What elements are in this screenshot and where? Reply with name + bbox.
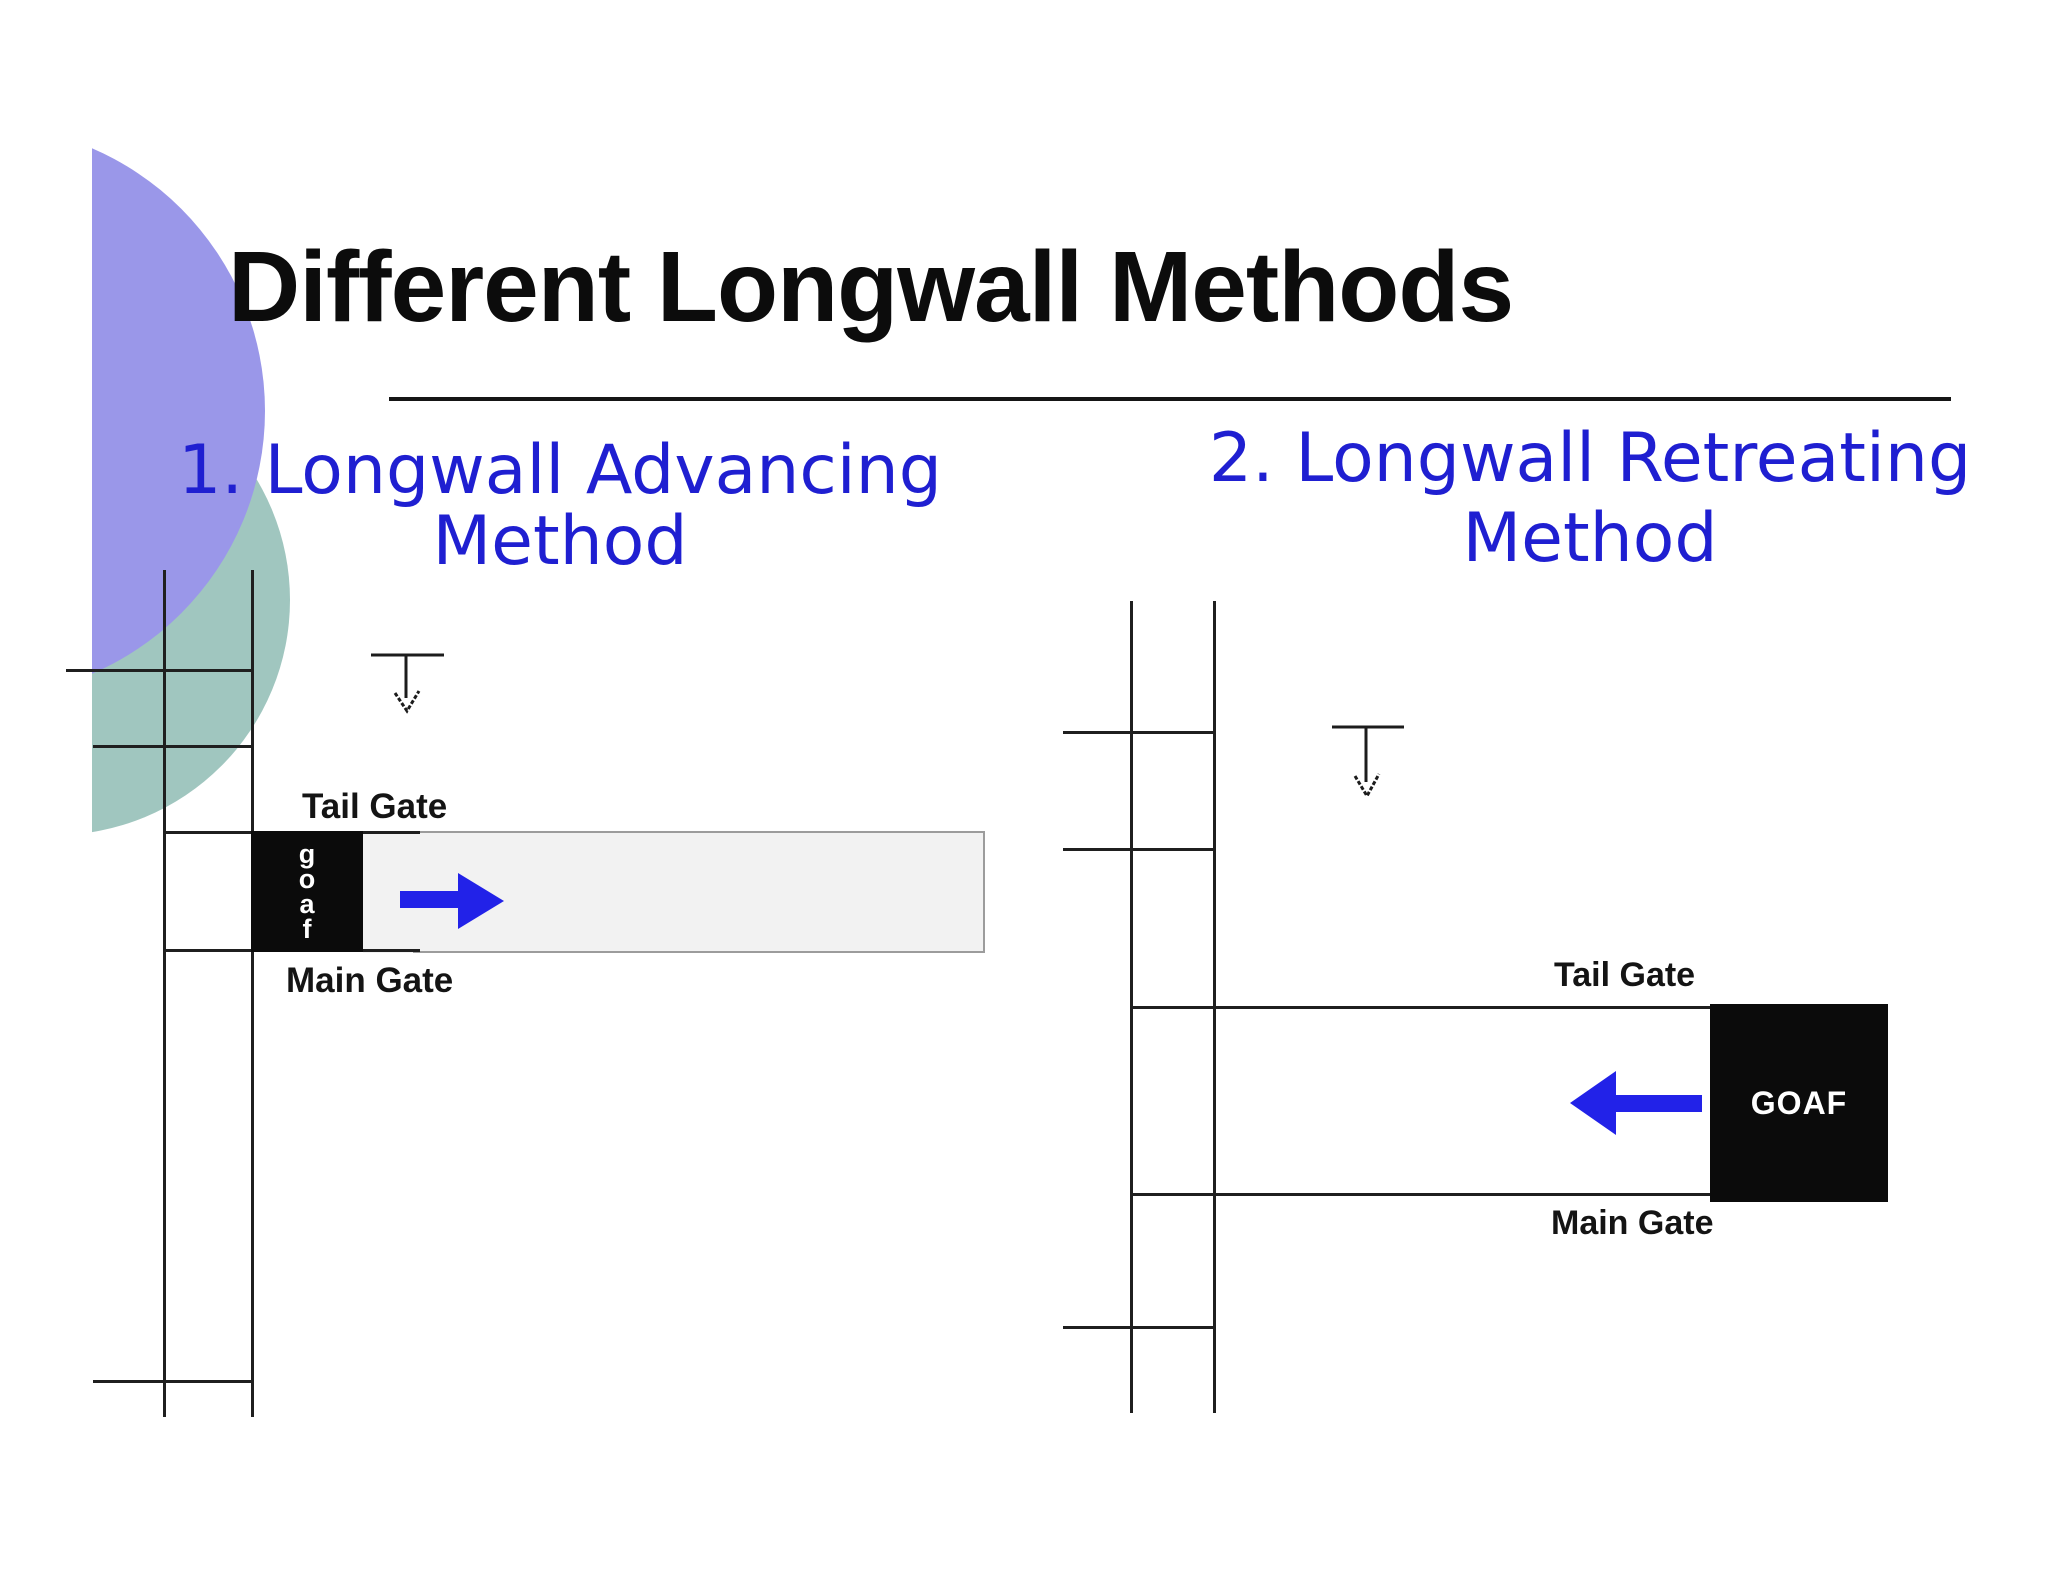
retreat-arrow-head-icon bbox=[1570, 1071, 1616, 1135]
page-title: Different Longwall Methods bbox=[228, 231, 1514, 343]
heading-advancing-line1: 1. Longwall Advancing bbox=[178, 431, 942, 510]
heading-advancing: 1. Longwall Advancing Method bbox=[115, 435, 1005, 577]
ret-goaf-block: GOAF bbox=[1710, 1004, 1888, 1202]
ret-maingate-line bbox=[1130, 1193, 1712, 1196]
adv-goaf-block: g o a f bbox=[251, 831, 363, 952]
retreat-arrow-icon bbox=[1612, 1095, 1702, 1112]
adv-panel-border bbox=[413, 831, 985, 953]
heading-advancing-line2: Method bbox=[432, 502, 688, 581]
ret-crosscut-1 bbox=[1063, 731, 1216, 734]
ret-main-gate-label: Main Gate bbox=[1551, 1204, 1714, 1242]
heading-retreating-line2: Method bbox=[1462, 499, 1718, 578]
adv-crosscut-2 bbox=[93, 745, 254, 748]
ret-tail-gate-label: Tail Gate bbox=[1554, 956, 1696, 994]
goaf-letter-o: o bbox=[298, 863, 316, 894]
down-arrow-icon bbox=[1332, 725, 1404, 800]
ret-crosscut-3 bbox=[1063, 1326, 1216, 1329]
goaf-letter-a: a bbox=[299, 888, 315, 919]
title-underline bbox=[389, 397, 1951, 401]
adv-crosscut-1 bbox=[66, 669, 254, 672]
heading-retreating-line1: 2. Longwall Retreating bbox=[1208, 419, 1972, 498]
ret-tailgate-line bbox=[1130, 1006, 1712, 1009]
adv-gallery-vline-1 bbox=[163, 570, 166, 1417]
heading-retreating: 2. Longwall Retreating Method bbox=[1150, 419, 2030, 579]
adv-gallery-vline-2 bbox=[251, 570, 254, 1417]
adv-tail-gate-label: Tail Gate bbox=[302, 787, 448, 826]
goaf-letter-g: g bbox=[298, 838, 316, 869]
advance-arrow-icon bbox=[400, 891, 462, 908]
adv-crosscut-3 bbox=[93, 1380, 254, 1383]
corner-decoration bbox=[92, 0, 612, 960]
down-arrow-icon bbox=[371, 653, 444, 714]
ret-crosscut-2 bbox=[1063, 848, 1216, 851]
adv-main-gate-label: Main Gate bbox=[286, 961, 454, 1000]
goaf-letter-f: f bbox=[302, 913, 312, 944]
advance-arrow-head-icon bbox=[458, 873, 504, 929]
